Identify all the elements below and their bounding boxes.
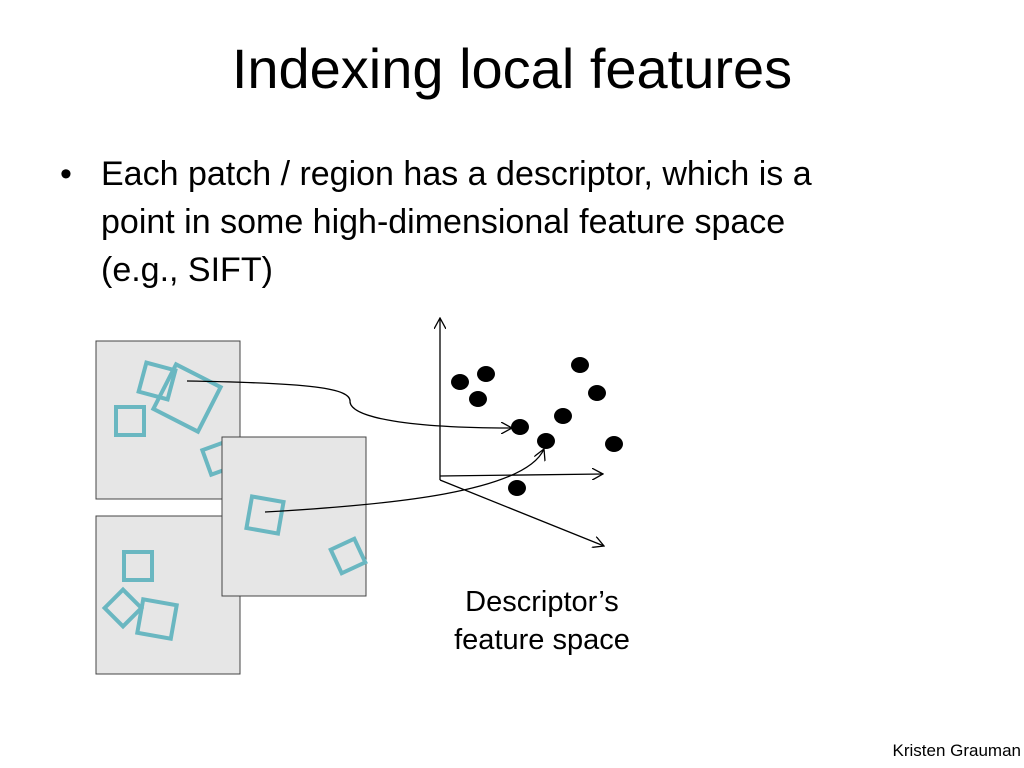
patch-region bbox=[122, 550, 154, 582]
caption-line: Descriptor’s bbox=[465, 586, 619, 618]
author-credit: Kristen Grauman bbox=[892, 741, 1022, 760]
feature-point bbox=[451, 374, 469, 390]
feature-point bbox=[605, 436, 623, 452]
bullet-marker: • bbox=[60, 155, 72, 193]
feature-point bbox=[469, 391, 487, 407]
feature-point bbox=[588, 385, 606, 401]
mapping-arrow bbox=[264, 449, 544, 513]
feature-point bbox=[554, 408, 572, 424]
bullet-text: Each patch / region has a descriptor, wh… bbox=[101, 150, 981, 294]
feature-point bbox=[571, 357, 589, 373]
patch-region bbox=[134, 596, 180, 642]
patch-region bbox=[114, 405, 146, 437]
patch-region bbox=[328, 536, 368, 576]
bullet-line: point in some high-dimensional feature s… bbox=[101, 203, 786, 241]
axis-diagonal bbox=[439, 479, 604, 546]
axis-horizontal bbox=[439, 474, 603, 476]
patch-region bbox=[244, 494, 286, 536]
slide-title: Indexing local features bbox=[231, 37, 793, 100]
feature-space-caption: Descriptor’s feature space bbox=[392, 583, 692, 659]
feature-point bbox=[477, 366, 495, 382]
feature-point bbox=[537, 433, 555, 449]
bullet-line: Each patch / region has a descriptor, wh… bbox=[101, 155, 812, 193]
feature-point bbox=[508, 480, 526, 496]
bullet-line: (e.g., SIFT) bbox=[101, 251, 273, 289]
feature-point bbox=[511, 419, 529, 435]
patch-region bbox=[150, 361, 224, 435]
mapping-arrow bbox=[186, 380, 512, 428]
patch-region bbox=[136, 360, 178, 402]
patch-region bbox=[101, 586, 145, 630]
caption-line: feature space bbox=[454, 624, 630, 656]
